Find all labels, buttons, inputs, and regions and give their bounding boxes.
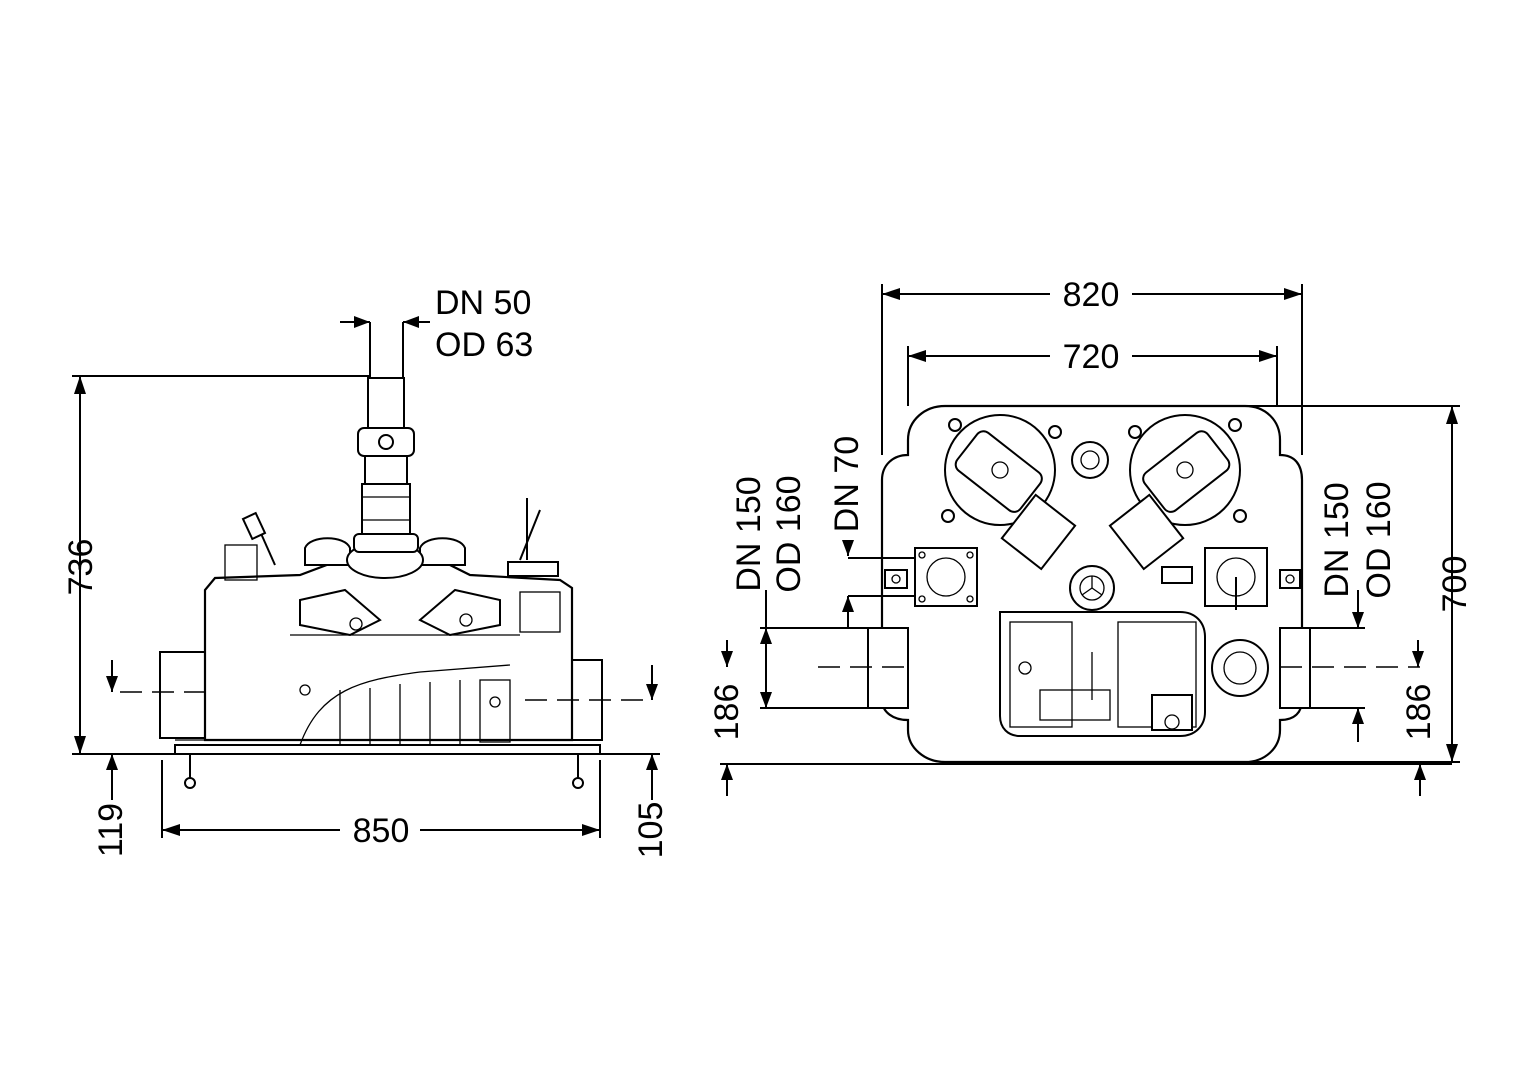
width-dimension: 850 xyxy=(353,812,410,850)
discharge-pipe xyxy=(353,377,419,553)
control-unit xyxy=(999,611,1206,737)
inlet-left-dn-label: DN 150 xyxy=(730,476,768,591)
vent-cap xyxy=(1071,441,1109,479)
inlet-left-od-label: OD 160 xyxy=(770,475,808,592)
pump-left xyxy=(944,414,1077,571)
height-dimension: 736 xyxy=(62,539,100,596)
inlet-right-od-label: OD 160 xyxy=(1360,481,1398,598)
inlet-right-dn-label: DN 150 xyxy=(1318,482,1356,597)
pump-right xyxy=(1108,414,1241,571)
outer-width-dimension: 820 xyxy=(1063,276,1120,314)
inlet-pipe-left xyxy=(159,651,207,739)
inlet-height-right-dimension: 105 xyxy=(632,802,670,859)
inlet-pipe-right-top xyxy=(1279,627,1311,709)
vent-dn-label: DN 70 xyxy=(828,436,866,532)
outlet-dn-label: DN 50 xyxy=(435,284,531,322)
depth-dimension: 700 xyxy=(1436,556,1474,613)
inner-width-dimension: 720 xyxy=(1063,338,1120,376)
inlet-offset-left-dimension: 186 xyxy=(708,684,746,741)
top-view xyxy=(720,284,1460,796)
inlet-offset-right-dimension: 186 xyxy=(1400,684,1438,741)
inlet-pipe-left-top xyxy=(867,627,909,709)
outlet-od-label: OD 63 xyxy=(435,326,533,364)
tank-body xyxy=(203,558,574,742)
base-plate xyxy=(174,739,601,789)
inlet-height-left-dimension: 119 xyxy=(92,803,130,857)
side-view xyxy=(72,316,660,838)
